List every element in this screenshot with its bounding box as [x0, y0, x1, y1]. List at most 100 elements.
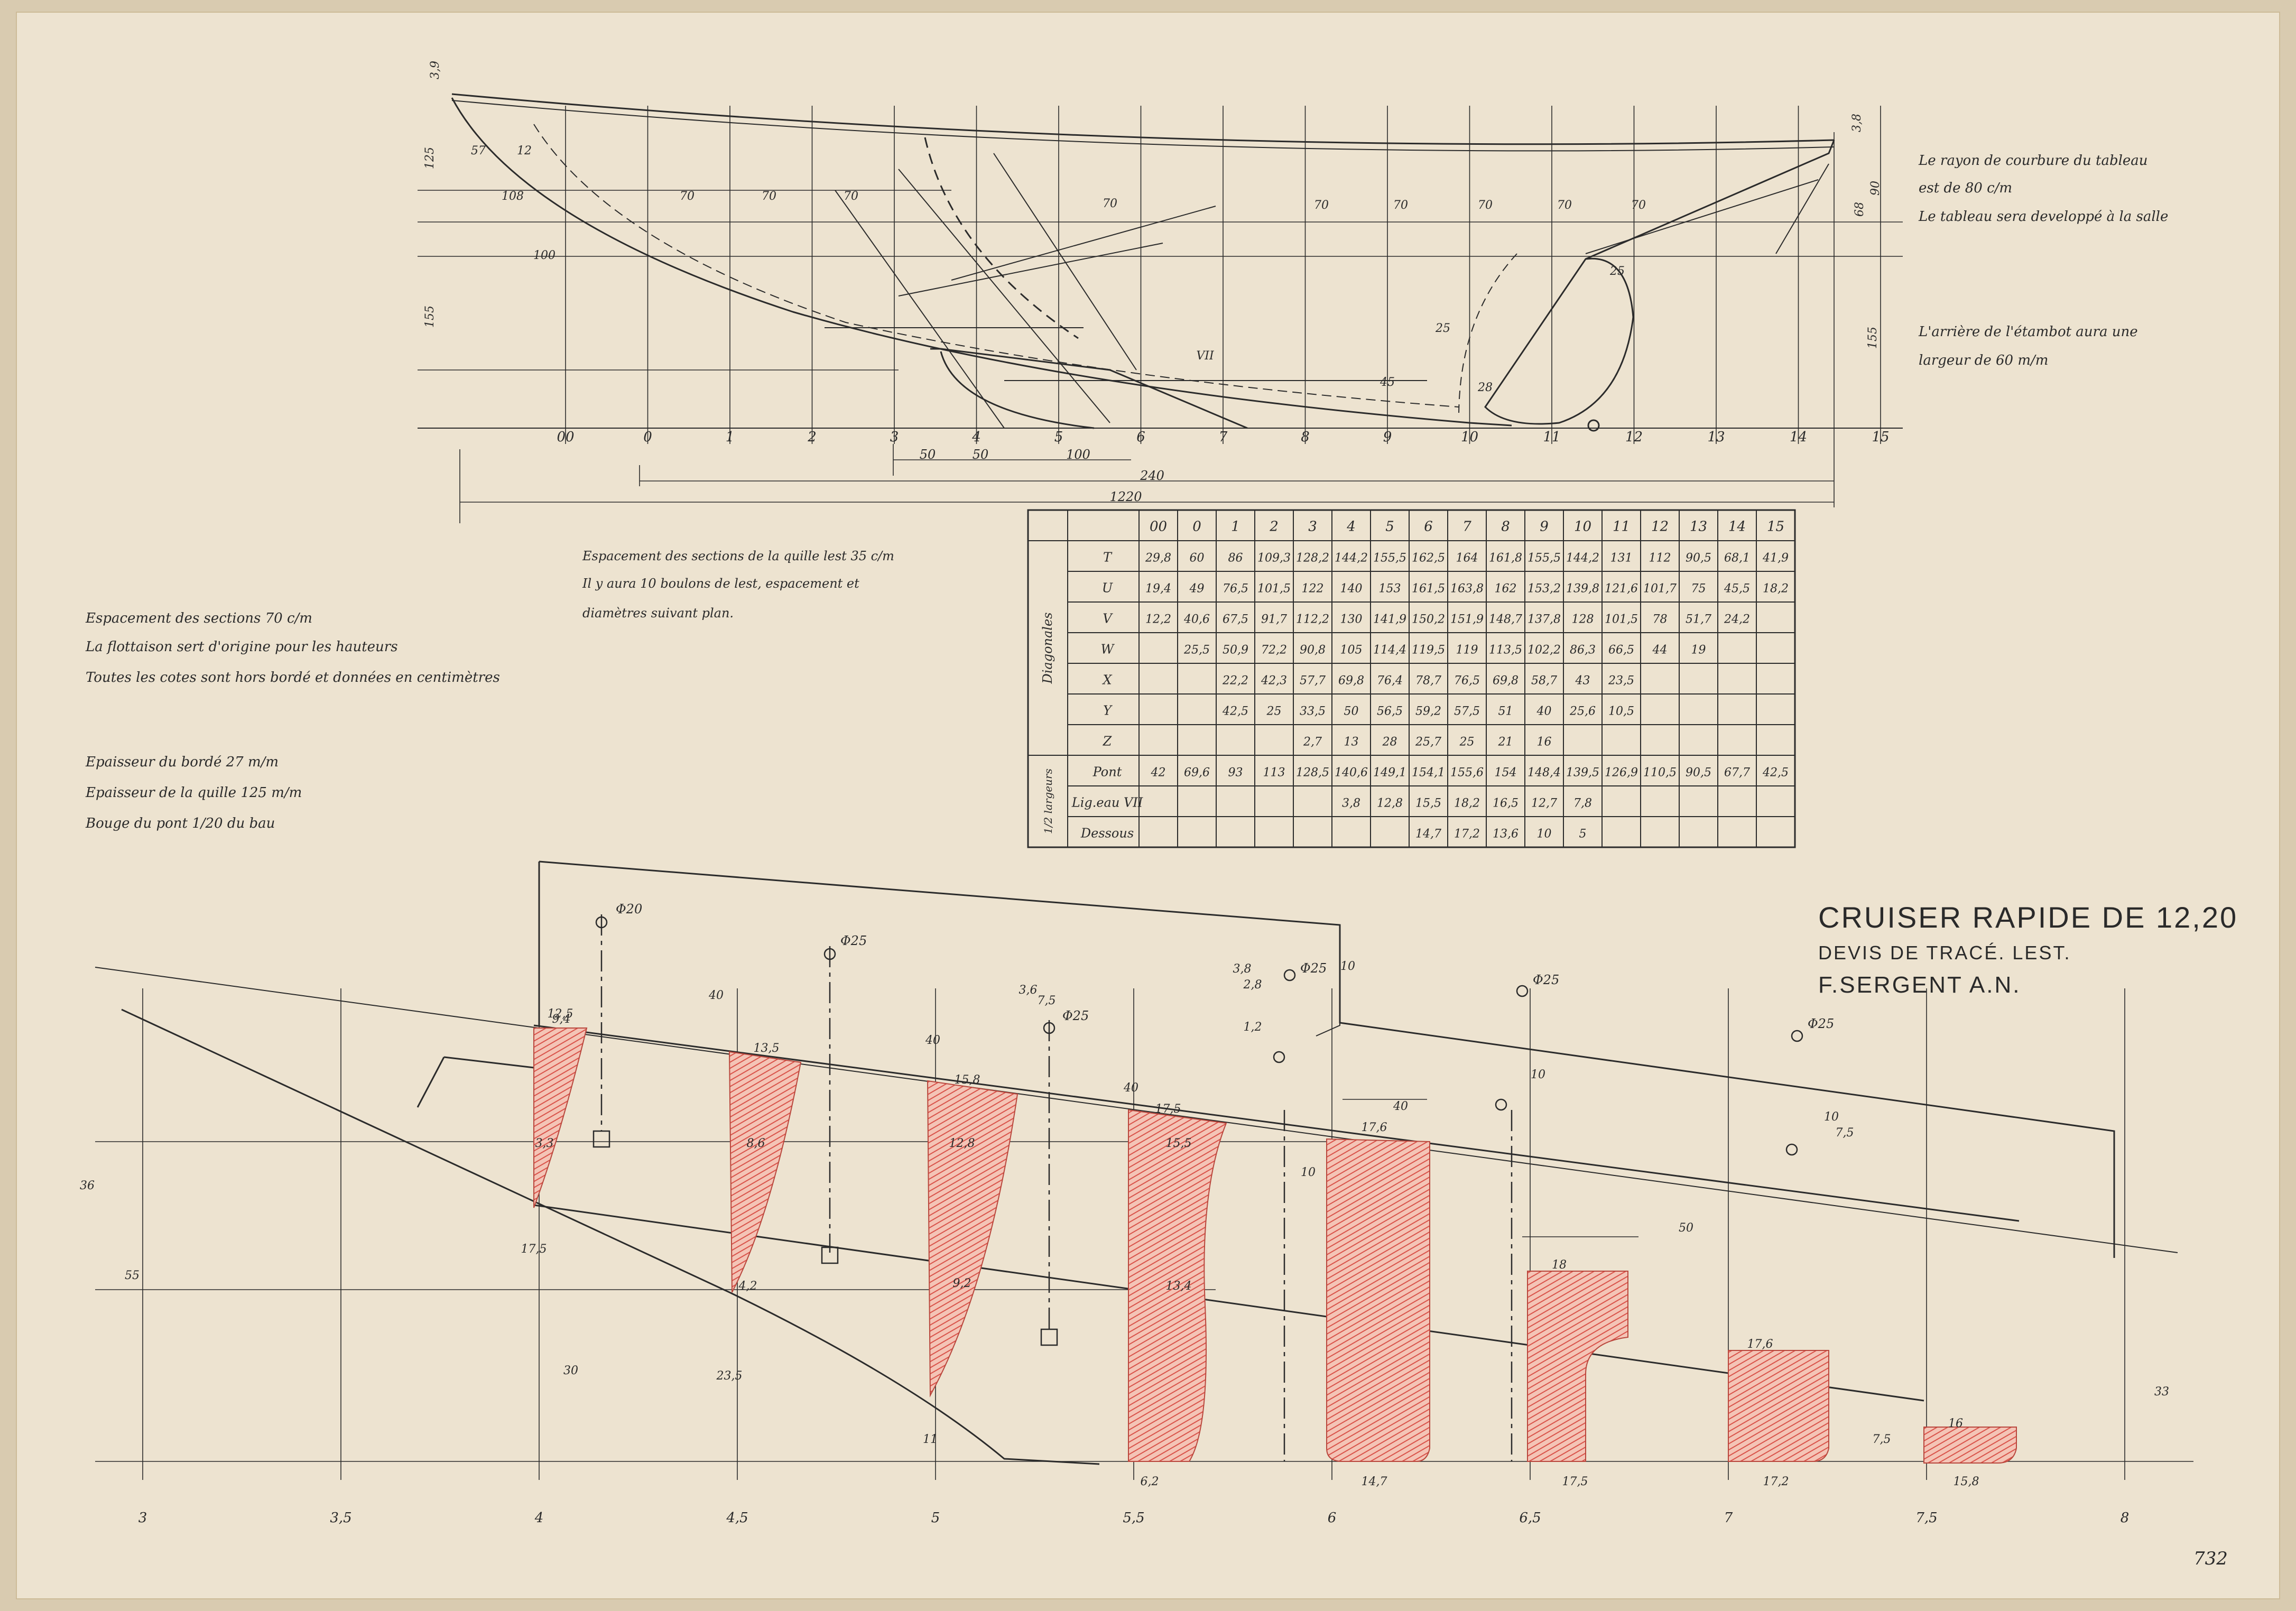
table-cell: 112,2	[1296, 613, 1329, 626]
keel-dimension: 7,5	[1873, 1433, 1891, 1446]
keel-dimension: 10	[1340, 960, 1355, 973]
bolt-labels: Φ20Φ25Φ25Φ25Φ25Φ2512,59,43,313,58,64,215…	[80, 902, 2169, 1488]
table-cell: 140,6	[1335, 766, 1368, 779]
table-cell: 86	[1228, 551, 1243, 564]
ordinate-label: 28	[1477, 381, 1493, 394]
table-cell: 154,1	[1412, 766, 1445, 779]
table-column-header: 7	[1462, 519, 1471, 534]
table-cell: 57,5	[1454, 705, 1480, 718]
keel-station-label: 8	[2121, 1510, 2130, 1526]
table-column-header: 8	[1501, 519, 1510, 534]
table-cell: 75	[1691, 582, 1706, 595]
station-label: 00	[557, 429, 574, 445]
table-cell: 42,5	[1222, 705, 1248, 718]
table-column-header: 1	[1231, 519, 1240, 534]
table-cell: 161,8	[1489, 551, 1522, 564]
section-dimension: 13,5	[754, 1042, 780, 1055]
ordinate-label: 70	[762, 190, 776, 203]
table-cell: 105	[1340, 643, 1363, 656]
table-cell: 16,5	[1493, 797, 1519, 810]
table-cell: 2,7	[1303, 735, 1322, 748]
table-cell: 25,6	[1569, 705, 1596, 718]
height-label: 68	[1853, 202, 1866, 217]
keel-dimension: 40	[1123, 1081, 1138, 1095]
table-cell: 101,7	[1643, 582, 1677, 595]
keel-dimension: 50	[1679, 1221, 1693, 1235]
keel-station-label: 4,5	[726, 1510, 748, 1526]
table-cell: 163,8	[1450, 582, 1484, 595]
table-cell: 128,2	[1296, 551, 1329, 564]
table-cell: 131	[1610, 551, 1633, 564]
table-cell: 45,5	[1724, 582, 1750, 595]
table-cell: 86,3	[1570, 643, 1596, 656]
table-row-label: V	[1103, 611, 1113, 626]
table-cell: 25	[1266, 705, 1282, 718]
table-cell: 69,8	[1338, 674, 1364, 687]
bolt-diameter-label: Φ25	[1808, 1016, 1834, 1031]
station-label: 7	[1219, 429, 1228, 445]
table-cell: 40	[1536, 705, 1552, 718]
dimension-label: 100	[1066, 447, 1090, 462]
table-cell: 155,6	[1450, 766, 1484, 779]
bolt-diameter-label: Φ25	[1062, 1008, 1089, 1023]
section-dimension: 17,5	[1562, 1475, 1588, 1488]
table-cell: 154	[1495, 766, 1517, 779]
station-label: 6	[1136, 429, 1145, 445]
table-cell: 113	[1263, 766, 1285, 779]
station-label: 9	[1383, 429, 1392, 445]
table-cell: 148,7	[1489, 613, 1522, 626]
keel-dimension: 7,5	[1038, 994, 1056, 1007]
keel-station-label: 6,5	[1519, 1510, 1541, 1526]
table-cell: 67,5	[1223, 613, 1248, 626]
table-cell: 58,7	[1531, 674, 1557, 687]
keel-station-label: 5,5	[1123, 1510, 1144, 1526]
keel-station-label: 4	[534, 1510, 544, 1526]
keel-dimension: 3,6	[1019, 984, 1038, 997]
table-column-header: 00	[1150, 519, 1167, 534]
table-cell: 18,2	[1763, 582, 1789, 595]
station-label: 1	[726, 429, 735, 445]
ordinate-label: 25	[1435, 322, 1450, 335]
keel-dimension: 40	[708, 989, 724, 1002]
table-column-header: 2	[1269, 519, 1279, 534]
table-cell: 139,8	[1566, 582, 1599, 595]
note-line: Epaisseur du bordé 27 m/m	[85, 754, 279, 770]
keel-dimension: 10	[1824, 1110, 1839, 1124]
table-cell: 93	[1228, 766, 1243, 779]
height-label: 90	[1869, 181, 1882, 196]
table-cell: 76,5	[1454, 674, 1480, 687]
section-dimension: 13,4	[1166, 1280, 1192, 1293]
table-cell: 126,9	[1605, 766, 1638, 779]
table-cell: 114,4	[1373, 643, 1406, 656]
height-label: 125	[423, 147, 437, 169]
table-cell: 25	[1459, 735, 1475, 748]
keel-dimension: 55	[125, 1269, 140, 1282]
station-label: 3	[890, 429, 899, 445]
table-cell: 150,2	[1412, 613, 1445, 626]
table-cell: 162,5	[1412, 551, 1445, 564]
ordinate-label: 12	[517, 144, 532, 158]
table-cell: 162	[1495, 582, 1517, 595]
table-column-header: 6	[1424, 519, 1433, 534]
section-dimension: 9,2	[953, 1277, 971, 1290]
table-cell: 10	[1537, 827, 1552, 840]
table-cell: 128,5	[1296, 766, 1329, 779]
table-cell: 91,7	[1261, 613, 1287, 626]
table-column-header: 10	[1574, 519, 1591, 534]
table-cell: 101,5	[1257, 582, 1291, 595]
table-row-label: Y	[1103, 703, 1113, 718]
bolt-diameter-label: Φ25	[840, 933, 867, 948]
ordinate-label: 100	[533, 249, 556, 262]
table-cell: 60	[1190, 551, 1205, 564]
table-column-header: 12	[1651, 519, 1669, 534]
section-dimension: 17,6	[1362, 1121, 1387, 1134]
table-cell: 137,8	[1527, 613, 1561, 626]
table-cell: 144,2	[1335, 551, 1368, 564]
note-line: Bouge du pont 1/20 du bau	[85, 816, 275, 831]
note-line: Le rayon de courbure du tableau	[1918, 153, 2148, 169]
table-cell: 59,2	[1415, 705, 1441, 718]
table-cell: 19,4	[1145, 582, 1171, 595]
table-cell: 119,5	[1412, 643, 1445, 656]
